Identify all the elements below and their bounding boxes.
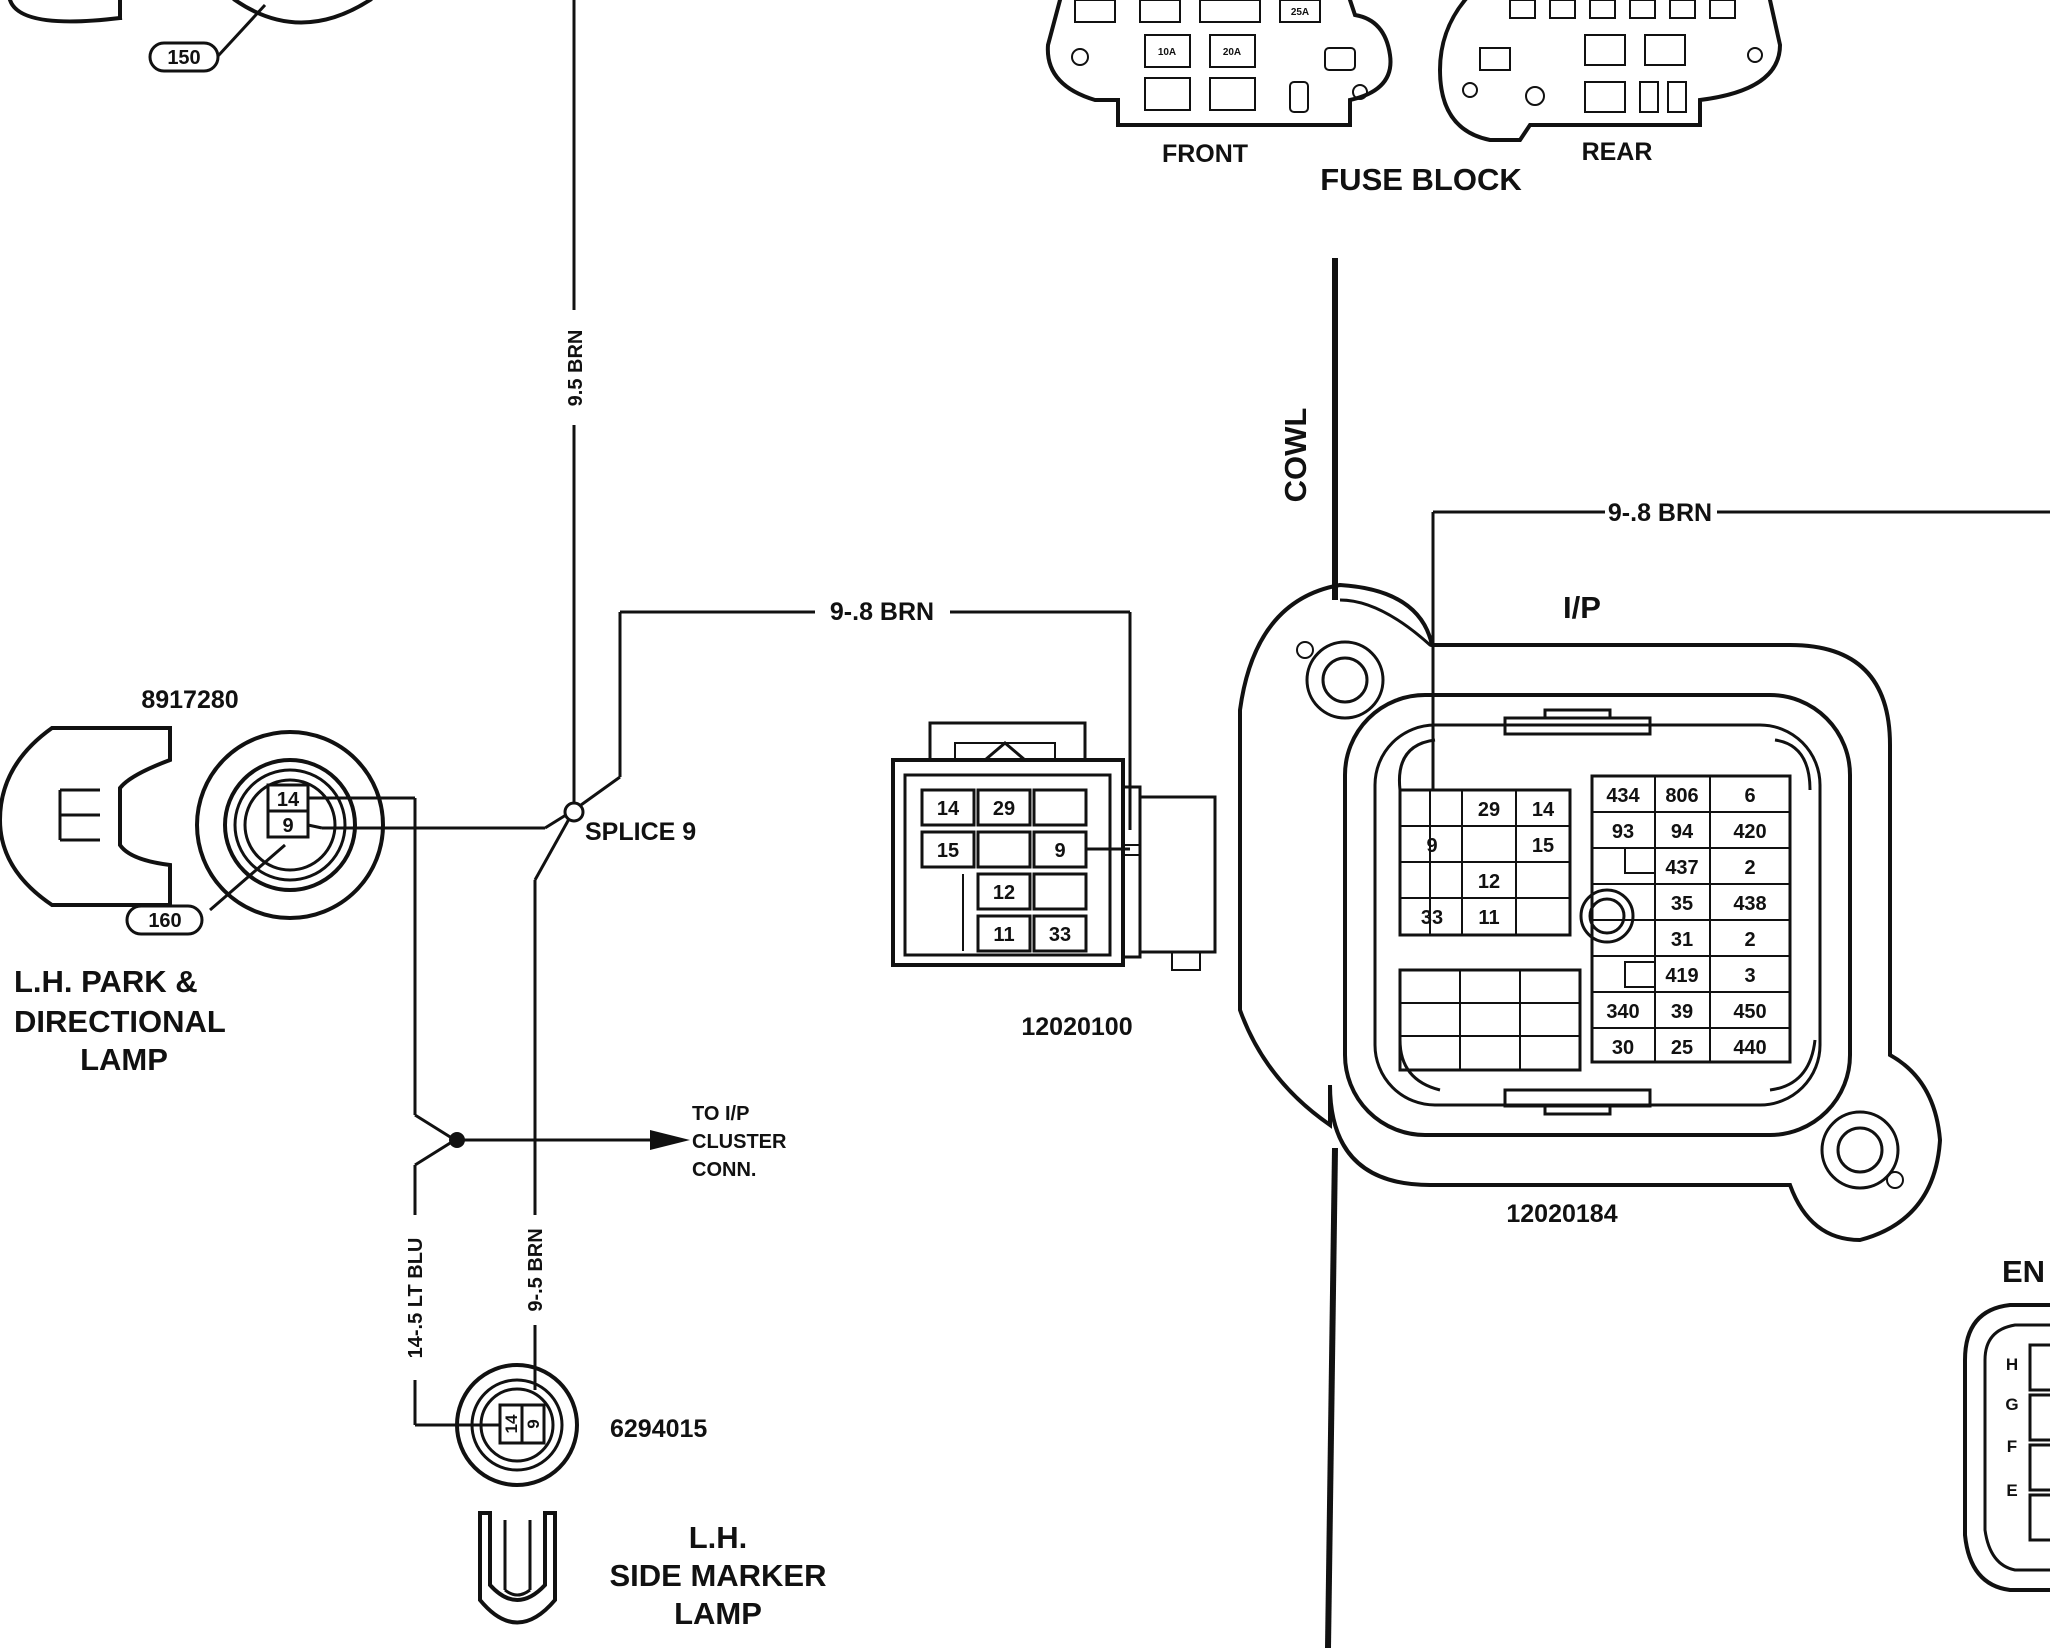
park-lamp-socket: 14 9 bbox=[195, 730, 417, 1115]
ip-connector-part-number: 12020184 bbox=[1506, 1200, 1617, 1228]
ip-right-pin-93: 93 bbox=[1612, 821, 1634, 843]
callout-150: 150 bbox=[148, 41, 220, 73]
ip-right-pin-440: 440 bbox=[1733, 1037, 1766, 1059]
ip-left-pin-29: 29 bbox=[1478, 799, 1500, 821]
ip-left-pin-33: 33 bbox=[1421, 907, 1443, 929]
ip-right-pin-2b: 2 bbox=[1744, 929, 1755, 951]
ip-left-pin-14: 14 bbox=[1532, 799, 1555, 821]
ip-right-pin-450: 450 bbox=[1733, 1001, 1766, 1023]
conn100-pin-12: 12 bbox=[993, 882, 1015, 904]
park-lamp-bulb-icon bbox=[0, 726, 172, 907]
callout-150-text: 150 bbox=[167, 47, 200, 69]
ip-right-pin-6: 6 bbox=[1744, 785, 1755, 807]
cluster-line3: CONN. bbox=[692, 1159, 756, 1181]
fuse-block-rear: REAR bbox=[1437, 0, 1783, 166]
side-marker-socket: 14 9 bbox=[455, 1363, 579, 1487]
conn100-pin-9: 9 bbox=[1054, 840, 1065, 862]
ip-right-pin-340: 340 bbox=[1606, 1001, 1639, 1023]
side-marker-bulb-icon bbox=[478, 1511, 557, 1625]
engine-connector-partial: H G F E bbox=[1963, 1303, 2050, 1592]
fuse-block-title: FUSE BLOCK bbox=[1320, 162, 1522, 197]
side-marker-part-number: 6294015 bbox=[610, 1415, 707, 1443]
park-lamp-pin-9: 9 bbox=[282, 815, 293, 837]
ip-left-pin-11: 11 bbox=[1478, 907, 1499, 929]
ip-right-pin-39: 39 bbox=[1671, 1001, 1693, 1023]
ip-right-pin-806: 806 bbox=[1665, 785, 1698, 807]
ip-right-pin-434: 434 bbox=[1606, 785, 1640, 807]
conn100-pin-14: 14 bbox=[937, 798, 960, 820]
ip-right-pin-438: 438 bbox=[1733, 893, 1766, 915]
conn100-pin-29: 29 bbox=[993, 798, 1015, 820]
ip-right-pin-25: 25 bbox=[1671, 1037, 1693, 1059]
conn100-pin-11: 11 bbox=[993, 924, 1014, 946]
fuse-10a-label: 10A bbox=[1158, 47, 1176, 58]
cowl-line: COWL bbox=[1278, 258, 1338, 1648]
top-left-connector-fragment bbox=[7, 0, 373, 58]
connector-12020100: 14 29 15 9 12 11 33 bbox=[891, 721, 1217, 971]
side-marker-name-line2: SIDE MARKER bbox=[609, 1558, 826, 1593]
park-lamp-part-number: 8917280 bbox=[141, 686, 238, 714]
callout-160-text: 160 bbox=[148, 910, 181, 932]
side-marker-name-line3: LAMP bbox=[674, 1596, 762, 1631]
cluster-line2: CLUSTER bbox=[692, 1131, 787, 1153]
fuse-25a-label: 25A bbox=[1291, 7, 1309, 18]
splice-9: SPLICE 9 9-.8 BRN bbox=[322, 598, 1132, 1195]
cowl-label: COWL bbox=[1278, 408, 1313, 503]
callout-160: 160 bbox=[125, 904, 204, 936]
wire-lt-blu: 14-.5 LT BLU bbox=[405, 1113, 690, 1427]
ip-right-pin-30: 30 bbox=[1612, 1037, 1634, 1059]
engine-connector-label: EN bbox=[2002, 1254, 2045, 1289]
ip-left-pin-9: 9 bbox=[1426, 835, 1437, 857]
ip-left-pin-15: 15 bbox=[1532, 835, 1554, 857]
engine-pin-f: F bbox=[2007, 1437, 2017, 1456]
park-lamp-name-line1: L.H. PARK & bbox=[14, 964, 198, 999]
wire-9-5-brn-lower-label: 9-.5 BRN bbox=[525, 1228, 547, 1311]
wire-9-8-brn-ip-label: 9-.8 BRN bbox=[1608, 499, 1712, 527]
connector-12020100-part-number: 12020100 bbox=[1021, 1013, 1132, 1041]
wire-9-5-brn-lower: 9-.5 BRN bbox=[525, 1195, 547, 1390]
wire-9-8-brn-ip: 9-.8 BRN bbox=[1431, 499, 2050, 790]
side-marker-pin-14: 14 bbox=[502, 1414, 521, 1433]
wire-9-5-brn-label: 9.5 BRN bbox=[565, 330, 587, 407]
ip-right-pin-420: 420 bbox=[1733, 821, 1766, 843]
conn100-pin-15: 15 bbox=[937, 840, 959, 862]
engine-pin-h: H bbox=[2006, 1355, 2018, 1374]
ip-right-grid-pins: 434 806 6 93 94 420 437 2 35 438 31 2 41… bbox=[1606, 785, 1766, 1059]
park-lamp-name-line3: LAMP bbox=[80, 1042, 168, 1077]
wire-9-5-brn-vertical: 9.5 BRN bbox=[565, 0, 587, 810]
engine-pin-g: G bbox=[2005, 1395, 2018, 1414]
park-lamp-name-line2: DIRECTIONAL bbox=[14, 1004, 226, 1039]
splice-9-label: SPLICE 9 bbox=[585, 818, 696, 846]
fuse-front-label: FRONT bbox=[1162, 140, 1248, 168]
ip-right-pin-31: 31 bbox=[1671, 929, 1693, 951]
ip-left-pin-12: 12 bbox=[1478, 871, 1500, 893]
wire-9-8-brn-connector-label: 9-.8 BRN bbox=[830, 598, 934, 626]
side-marker-pin-9: 9 bbox=[524, 1419, 543, 1428]
ip-right-pin-437: 437 bbox=[1665, 857, 1698, 879]
ip-right-pin-2a: 2 bbox=[1744, 857, 1755, 879]
side-marker-name-line1: L.H. bbox=[689, 1520, 748, 1555]
ip-right-pin-94: 94 bbox=[1671, 821, 1694, 843]
fuse-20a-label: 20A bbox=[1223, 47, 1241, 58]
ip-right-pin-419: 419 bbox=[1665, 965, 1698, 987]
ip-right-pin-3: 3 bbox=[1744, 965, 1755, 987]
conn100-pin-33: 33 bbox=[1049, 924, 1071, 946]
ip-right-pin-35: 35 bbox=[1671, 893, 1693, 915]
fuse-block-front: 10A 20A 25A FRONT bbox=[1045, 0, 1393, 168]
wire-lt-blu-label: 14-.5 LT BLU bbox=[405, 1238, 427, 1359]
fuse-rear-label: REAR bbox=[1582, 138, 1653, 166]
ip-connector-12020184: 29 14 9 15 12 33 11 bbox=[1238, 582, 1943, 1243]
cluster-line1: TO I/P bbox=[692, 1103, 749, 1125]
park-lamp-pin-14: 14 bbox=[277, 789, 300, 811]
ip-connector-label: I/P bbox=[1563, 590, 1601, 625]
engine-pin-e: E bbox=[2006, 1481, 2017, 1500]
